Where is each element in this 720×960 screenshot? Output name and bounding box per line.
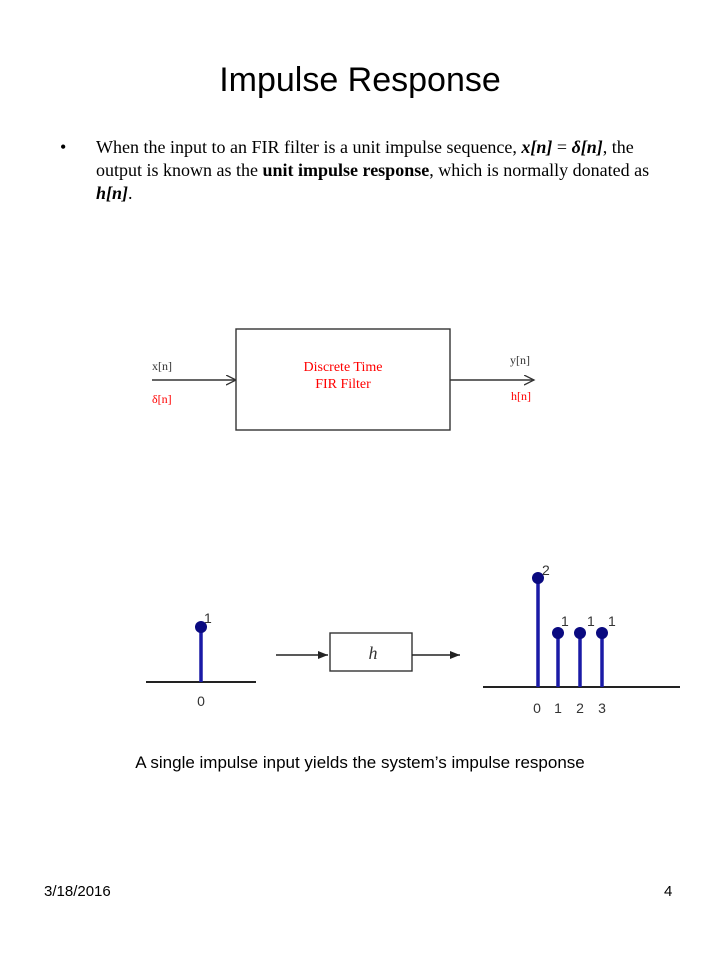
term-x-n: x[n] [521, 137, 553, 157]
bullet-text-part: , which is normally donated as [429, 160, 650, 180]
term-unit-impulse-response: unit impulse response [262, 160, 430, 180]
output-label-impulse-response: h[n] [511, 389, 531, 403]
output-stem-head [596, 627, 608, 639]
footer-date: 3/18/2016 [44, 883, 111, 900]
term-delta-n: δ[n] [571, 137, 603, 157]
output-stem-index: 0 [533, 700, 541, 716]
output-stem-value: 1 [608, 613, 616, 629]
output-stem-head [552, 627, 564, 639]
output-stem-index: 1 [554, 700, 562, 716]
figure-caption: A single impulse input yields the system… [135, 753, 585, 772]
system-h-box [329, 632, 413, 672]
output-stem-head [532, 572, 544, 584]
bullet-text: When the input to an FIR filter is a uni… [96, 136, 680, 205]
output-stem-head [574, 627, 586, 639]
term-h-n: h[n] [96, 183, 129, 203]
page-number: 4 [664, 883, 673, 900]
input-stem-index: 0 [197, 693, 205, 709]
filter-label-line2: FIR Filter [315, 377, 371, 392]
input-stem-value: 1 [204, 610, 212, 626]
slide-title: Impulse Response [219, 61, 501, 99]
system-h-label: h [369, 643, 378, 663]
output-stem-index: 2 [576, 700, 584, 716]
output-stem-value: 1 [587, 613, 595, 629]
output-stem-value: 2 [542, 562, 550, 578]
bullet-text-part: When the input to an FIR filter is a uni… [96, 137, 522, 157]
input-stem-head [195, 621, 207, 633]
output-stem-value: 1 [561, 613, 569, 629]
bullet-text-part: , the output is known as the [96, 137, 634, 180]
input-label-impulse: δ[n] [152, 392, 172, 406]
bullet-text-part: = [552, 137, 572, 157]
input-label: x[n] [152, 359, 172, 373]
bullet-text-part: . [128, 183, 133, 203]
bullet-marker: • [60, 137, 67, 157]
output-stem-index: 3 [598, 700, 606, 716]
output-label: y[n] [510, 353, 530, 367]
filter-label-line1: Discrete Time [304, 360, 383, 375]
